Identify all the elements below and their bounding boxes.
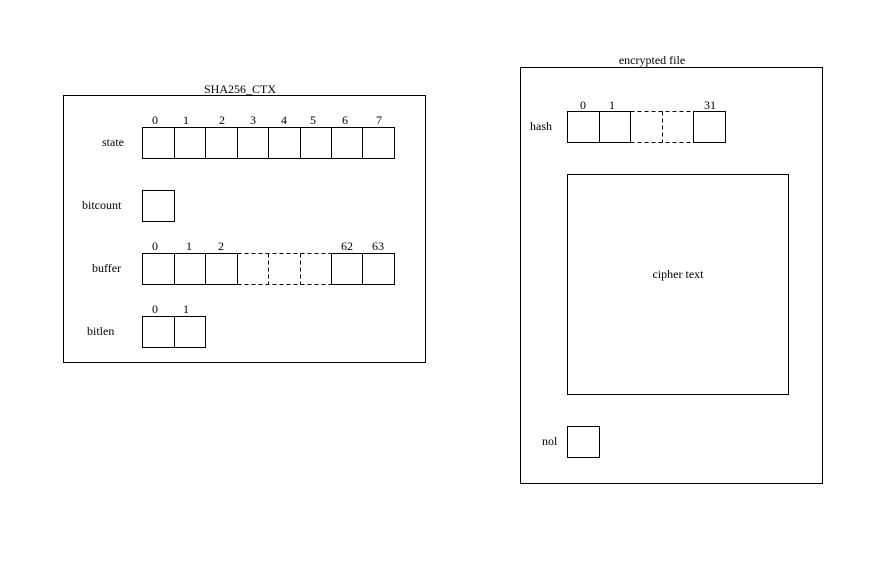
bitcount-label: bitcount [82,198,122,212]
encrypted-file-title: encrypted file [619,53,685,67]
state-cell [331,127,363,159]
hash-field: hash 0 1 31 [530,98,726,143]
state-cell [268,127,301,159]
state-cell [142,127,175,159]
buffer-indices: 0 1 2 62 63 [152,239,384,253]
buffer-cell [142,253,175,285]
state-index: 5 [310,113,316,127]
state-cell [362,127,395,159]
hash-index: 0 [580,98,586,112]
bitcount-cell [142,190,175,222]
nol-cell [567,426,600,458]
hash-cell [599,111,631,143]
buffer-index: 2 [218,239,224,253]
state-index: 7 [376,113,382,127]
state-index: 1 [183,113,189,127]
encrypted-file-panel: encrypted file hash 0 1 31 [520,53,823,484]
state-index: 4 [281,113,287,127]
buffer-cell [362,253,395,285]
hash-label: hash [530,119,552,133]
buffer-field: buffer 0 1 2 62 63 [92,239,395,285]
state-cell [205,127,238,159]
nol-label: nol [542,434,558,448]
bitlen-cell [174,316,206,348]
bitlen-index: 0 [152,302,158,316]
buffer-elided-cells [237,253,332,285]
hash-cell [693,111,726,143]
buffer-cells [142,253,395,285]
hash-index: 31 [704,98,716,112]
buffer-index: 63 [372,239,384,253]
bitlen-cells [142,316,206,348]
bitcount-field: bitcount [82,190,175,222]
state-index: 2 [219,113,225,127]
buffer-index: 0 [152,239,158,253]
hash-index: 1 [609,98,615,112]
state-cells [142,127,395,159]
hash-cell [567,111,600,143]
buffer-cell [174,253,206,285]
cipher-text-field: cipher text [567,174,789,395]
buffer-label: buffer [92,261,121,275]
cipher-text-label: cipher text [653,267,705,281]
bitlen-index: 1 [183,302,189,316]
state-cell [237,127,269,159]
hash-cells [567,111,726,143]
state-index: 6 [342,113,348,127]
buffer-index: 1 [186,239,192,253]
state-field: state 0 1 2 3 4 5 6 7 [102,113,395,159]
nol-field: nol [542,426,600,458]
state-label: state [102,135,124,149]
sha256-ctx-frame [63,95,426,363]
state-index: 3 [250,113,256,127]
state-cell [300,127,332,159]
state-index: 0 [152,113,158,127]
cipher-text-box [567,174,789,395]
state-indices: 0 1 2 3 4 5 6 7 [152,113,382,127]
bitlen-cell [142,316,175,348]
bitlen-label: bitlen [87,324,114,338]
buffer-index: 62 [341,239,353,253]
sha256-ctx-panel: SHA256_CTX state 0 1 2 3 4 5 6 7 [63,82,426,363]
bitlen-field: bitlen 0 1 [87,302,206,348]
state-cell [174,127,206,159]
sha256-ctx-title: SHA256_CTX [204,82,276,96]
buffer-cell [205,253,238,285]
buffer-cell [331,253,363,285]
encrypted-file-frame [520,67,823,484]
hash-indices: 0 1 31 [580,98,716,112]
hash-elided-cells [630,111,694,143]
bitlen-indices: 0 1 [152,302,189,316]
